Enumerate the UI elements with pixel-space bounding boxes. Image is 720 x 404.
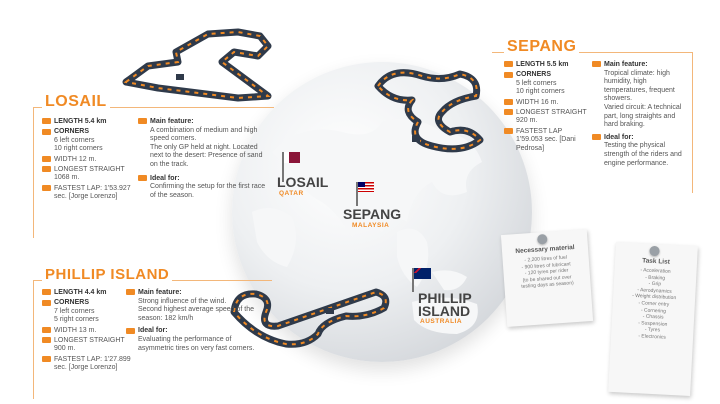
stopwatch-icon bbox=[42, 356, 51, 362]
globe-label-sepang: SEPANG bbox=[343, 206, 402, 222]
losail-ideal-title: Ideal for: bbox=[138, 175, 268, 184]
sepang-ideal: Testing the physical strength of the rid… bbox=[604, 142, 682, 167]
sepang-main-feature: Tropical climate: high humidity, high te… bbox=[604, 69, 675, 103]
malaysia-flag-pole bbox=[356, 182, 358, 206]
losail-panel: LOSAIL LENGTH 5.4 km CORNERS 6 left corn… bbox=[33, 93, 274, 238]
ruler-icon bbox=[42, 289, 51, 296]
globe-label-qatar: QATAR bbox=[279, 190, 304, 197]
corner-icon bbox=[42, 299, 51, 306]
globe-label-island: ISLAND bbox=[418, 303, 471, 319]
sepang-main-feature-title: Main feature: bbox=[592, 61, 688, 70]
phillip-corners-title: CORNERS bbox=[42, 299, 132, 307]
sepang-length: LENGTH 5.5 km bbox=[504, 61, 590, 69]
width-icon bbox=[504, 98, 513, 105]
globe-label-australia: AUSTRALIA bbox=[420, 318, 463, 325]
malaysia-flag-icon bbox=[358, 182, 374, 192]
check-icon bbox=[126, 327, 135, 334]
sepang-start-flag-icon bbox=[412, 136, 420, 142]
qatar-flag-icon bbox=[284, 152, 300, 163]
phillip-width: WIDTH 13 m. bbox=[42, 327, 132, 335]
qatar-flag-pole bbox=[282, 152, 284, 182]
sepang-title: SEPANG bbox=[504, 38, 580, 56]
width-icon bbox=[42, 155, 51, 162]
losail-left-corners: 6 left corners bbox=[54, 136, 95, 144]
phillip-length: LENGTH 4.4 km bbox=[42, 289, 132, 297]
sepang-ideal-title: Ideal for: bbox=[592, 134, 688, 143]
losail-right-corners: 10 right corners bbox=[54, 145, 103, 153]
task-list-title: Task List bbox=[641, 257, 671, 266]
losail-title: LOSAIL bbox=[42, 93, 110, 111]
globe-label-malaysia: MALAYSIA bbox=[352, 222, 390, 229]
ruler-icon bbox=[504, 61, 513, 68]
corner-icon bbox=[42, 128, 51, 135]
losail-main-feature-title: Main feature: bbox=[138, 118, 268, 127]
losail-ideal: Confirming the setup for the first race … bbox=[150, 183, 266, 199]
sepang-corners-title: CORNERS bbox=[504, 71, 590, 79]
losail-length: LENGTH 5.4 km bbox=[42, 118, 134, 126]
phillip-island-track-map bbox=[230, 288, 390, 348]
ruler-icon bbox=[42, 118, 51, 125]
losail-fastest-lap: FASTEST LAP: 1'53.927 sec. [Jorge Lorenz… bbox=[42, 185, 134, 202]
sepang-track-map bbox=[374, 69, 484, 153]
phillip-speed: Second highest average speed of the seas… bbox=[138, 306, 254, 322]
phillip-main-feature-title: Main feature: bbox=[126, 289, 268, 298]
phillip-ideal: Evaluating the performance of asymmetric… bbox=[138, 335, 255, 352]
globe-label-losail: LOSAIL bbox=[277, 174, 329, 190]
phillip-fastest-lap: FASTEST LAP: 1'27.899 sec. [Jorge Lorenz… bbox=[42, 356, 132, 373]
losail-width: WIDTH 12 m. bbox=[42, 156, 134, 164]
phillip-title: PHILLIP ISLAND bbox=[42, 266, 173, 283]
star-icon bbox=[126, 289, 135, 296]
star-icon bbox=[138, 118, 147, 125]
sepang-fastest-lap: FASTEST LAP 1'59.053 sec. [Dani Pedrosa] bbox=[504, 128, 590, 153]
phillip-right-corners: 5 right corners bbox=[54, 316, 99, 324]
losail-main-feature: A combination of medium and high speed c… bbox=[150, 126, 258, 143]
straight-icon bbox=[504, 109, 513, 116]
stopwatch-icon bbox=[42, 185, 51, 191]
sepang-right-corners: 10 right corners bbox=[516, 88, 565, 96]
sepang-width: WIDTH 16 m. bbox=[504, 99, 590, 107]
necessary-material-note: Necessary material - 2,200 litres of fue… bbox=[500, 229, 594, 327]
losail-night: The only GP held at night. Located next … bbox=[150, 143, 263, 168]
stopwatch-icon bbox=[504, 128, 513, 134]
sepang-left-corners: 5 left corners bbox=[516, 79, 557, 87]
pin-icon bbox=[649, 245, 660, 257]
phillip-ideal-title: Ideal for: bbox=[126, 327, 268, 336]
losail-straight: LONGEST STRAIGHT 1068 m. bbox=[42, 166, 134, 183]
sepang-varied: Varied circuit: A technical part, long s… bbox=[604, 103, 682, 129]
phillip-island-panel: PHILLIP ISLAND LENGTH 4.4 km CORNERS 7 l… bbox=[33, 266, 272, 399]
check-icon bbox=[592, 133, 601, 140]
losail-corners-title: CORNERS bbox=[42, 128, 134, 136]
australia-flag-pole bbox=[412, 268, 414, 292]
losail-start-flag-icon bbox=[176, 74, 184, 80]
losail-track-map bbox=[122, 28, 272, 102]
corner-icon bbox=[504, 71, 513, 78]
pin-icon bbox=[536, 233, 548, 245]
phillip-left-corners: 7 left corners bbox=[54, 307, 95, 315]
australia-flag-icon bbox=[414, 268, 431, 279]
straight-icon bbox=[42, 337, 51, 344]
sepang-panel: SEPANG LENGTH 5.5 km CORNERS 5 left corn… bbox=[492, 38, 693, 193]
task-list-note: Task List - Acceleration - Braking - Gri… bbox=[608, 241, 698, 397]
check-icon bbox=[138, 174, 147, 181]
phillip-straight: LONGEST STRAIGHT 900 m. bbox=[42, 337, 132, 354]
globe-label-phillip: PHILLIP bbox=[418, 290, 472, 306]
sepang-straight: LONGEST STRAIGHT 920 m. bbox=[504, 109, 590, 126]
straight-icon bbox=[42, 166, 51, 173]
phillip-start-flag-icon bbox=[326, 308, 334, 314]
star-icon bbox=[592, 61, 601, 68]
phillip-main-feature: Strong influence of the wind. bbox=[138, 297, 227, 305]
width-icon bbox=[42, 326, 51, 333]
